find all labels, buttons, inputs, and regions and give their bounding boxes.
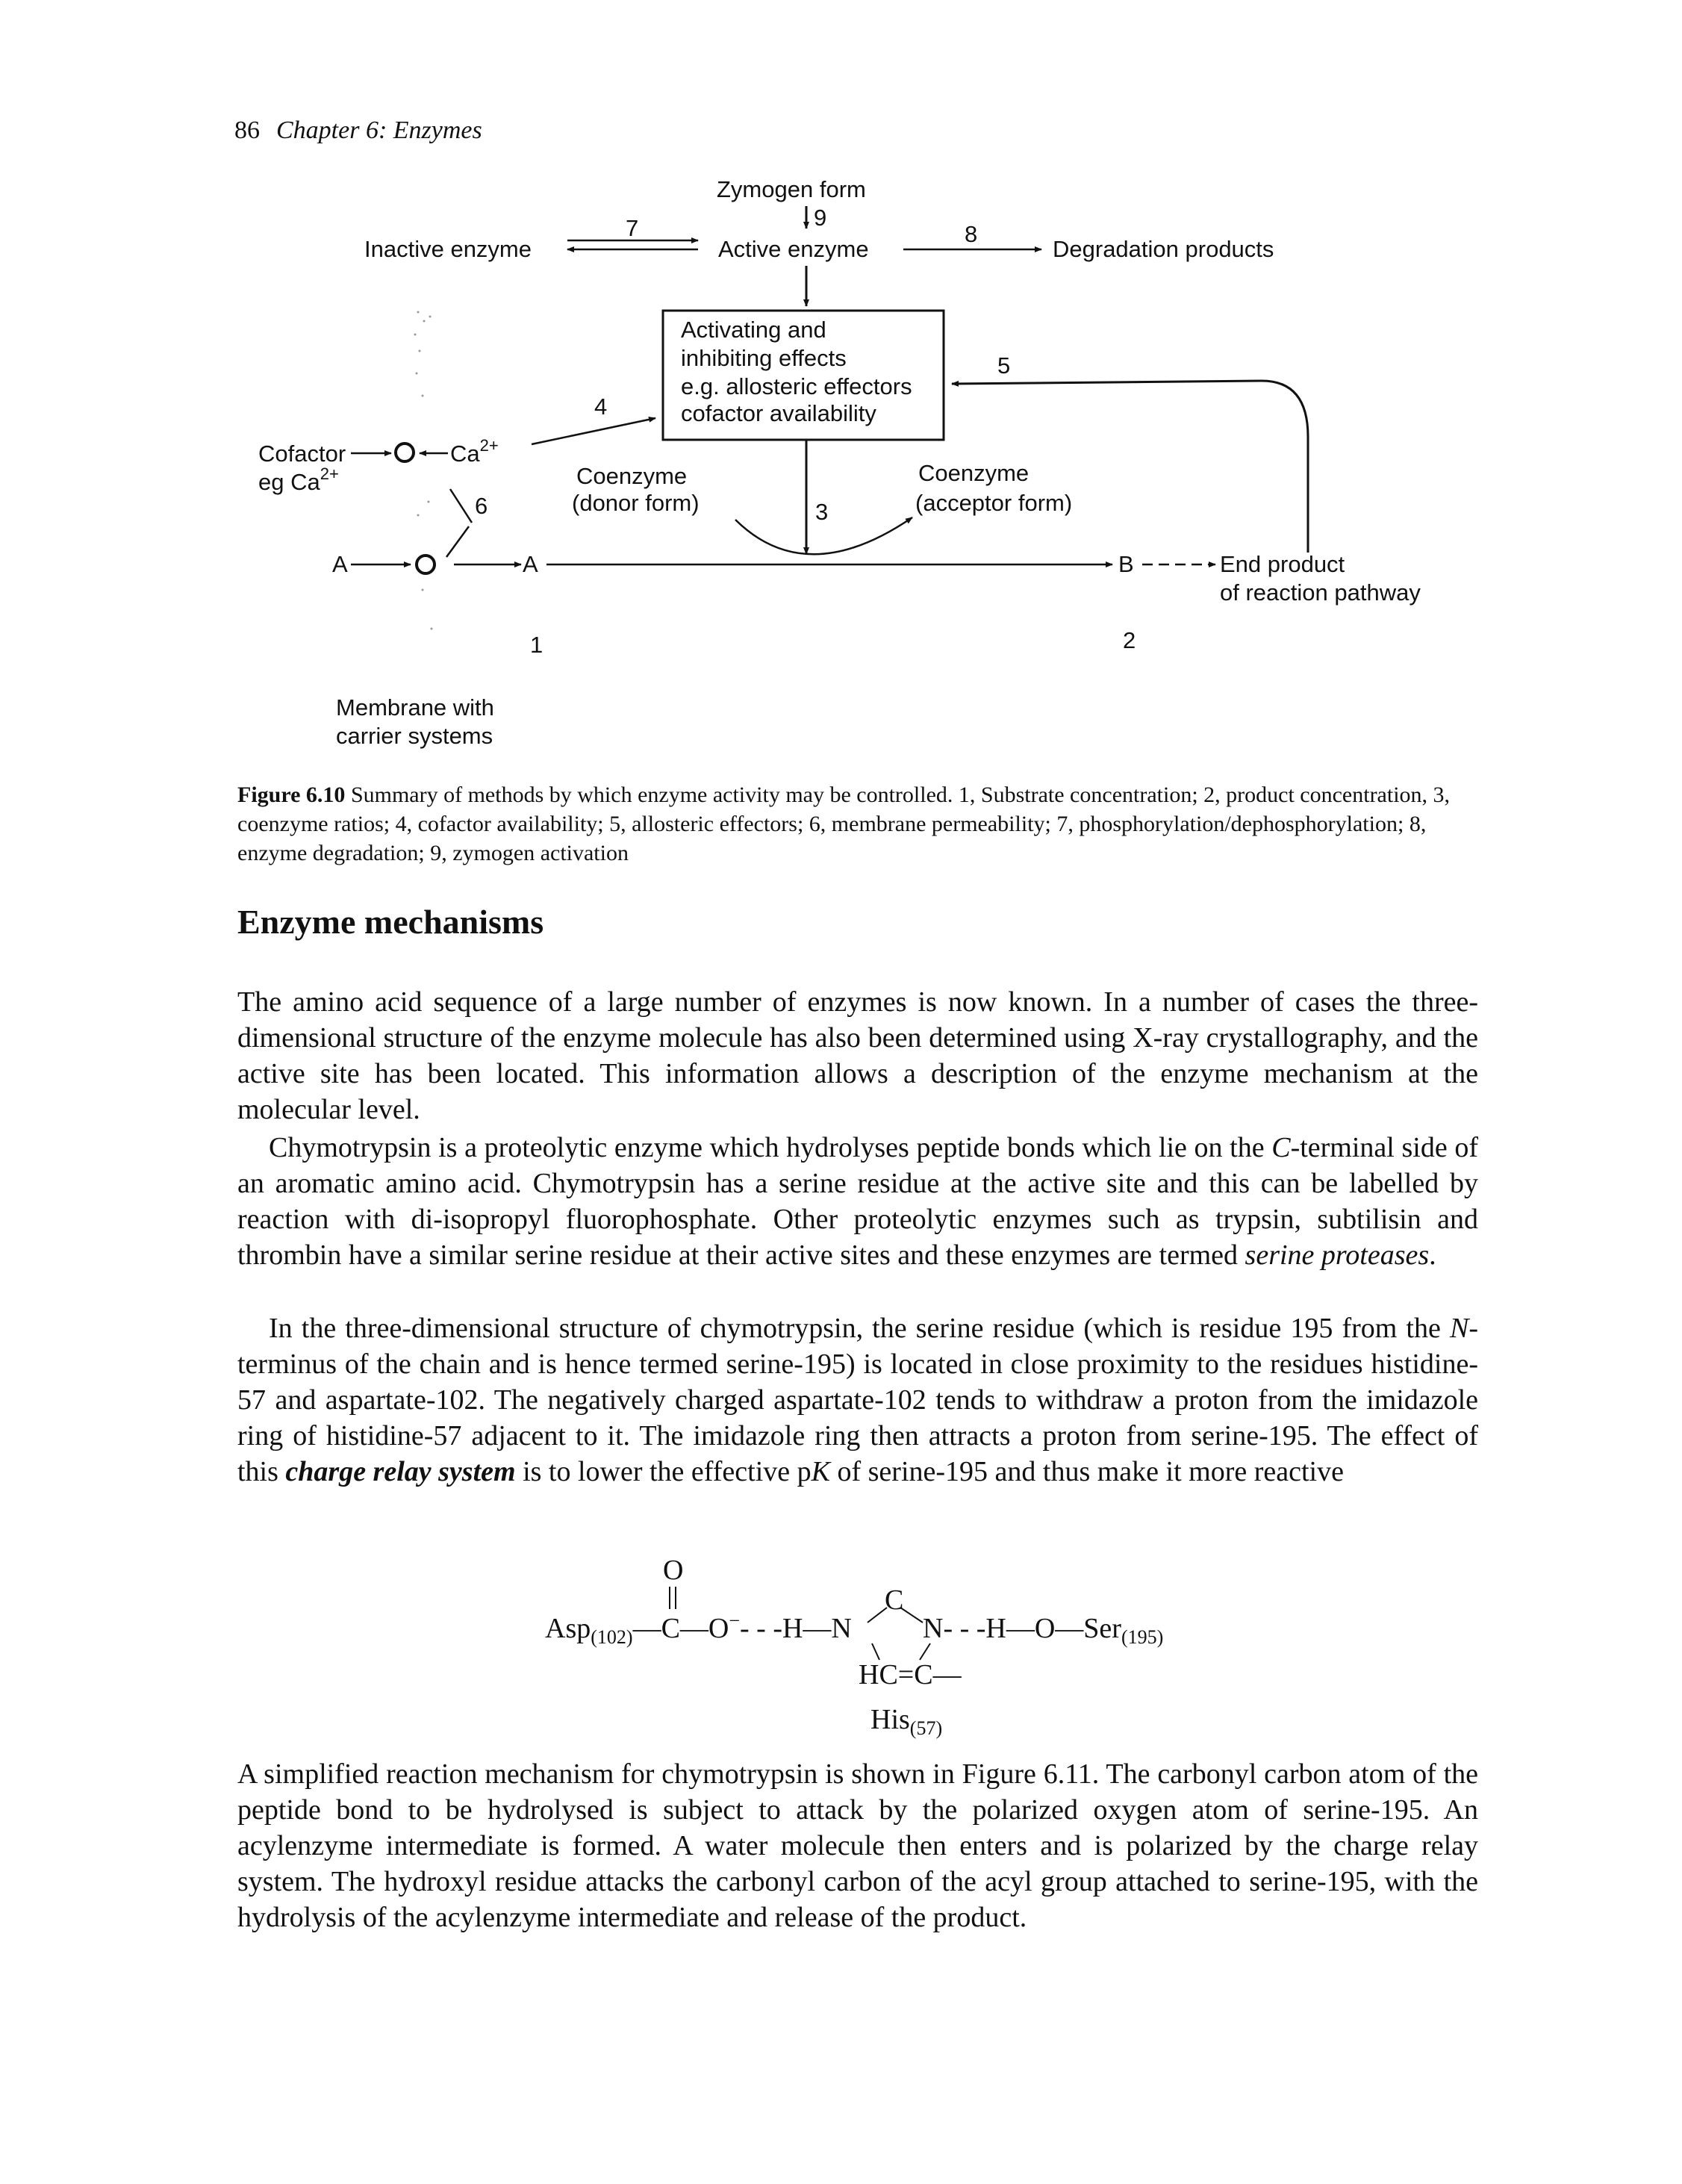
enzyme-control-diagram: Zymogen form 9 Inactive enzyme 7 Active … <box>258 176 1421 749</box>
label-7: 7 <box>626 215 638 241</box>
box-line-3: e.g. allosteric effectors <box>681 373 912 399</box>
box-line-1: Activating and <box>681 317 826 343</box>
ser-residue: N- - -H—O—Ser(195) <box>923 1613 1163 1648</box>
activating-effects-box <box>661 309 945 441</box>
eg-ca-label: eg Ca2+ <box>258 464 339 495</box>
box-line-4: cofactor availability <box>681 400 876 426</box>
ca-label: Ca2+ <box>450 436 499 467</box>
coenzyme-donor-line-1: Coenzyme <box>576 463 687 489</box>
label-3: 3 <box>815 499 828 525</box>
carbonyl-oxygen: O <box>663 1555 683 1586</box>
active-enzyme-label: Active enzyme <box>718 236 869 262</box>
membrane-dots <box>414 311 433 630</box>
imidazole-c: C <box>885 1584 903 1616</box>
membrane-label-line-2: carrier systems <box>336 723 493 749</box>
path-6-line-upper <box>449 488 473 523</box>
cofactor-arrow <box>531 416 656 446</box>
coenzyme-acceptor-line-2: (acceptor form) <box>915 490 1072 516</box>
charge-relay-structure: O Asp(102)—C—O−- - -H—N C N- - -H—O—Ser(… <box>545 1555 1163 1739</box>
coenzyme-donor-line-2: (donor form) <box>572 490 700 516</box>
imidazole-hc-c: HC=C— <box>859 1659 962 1690</box>
page-number: 86 <box>234 116 260 144</box>
paragraph-4: A simplified reaction mechanism for chym… <box>237 1758 1478 1933</box>
term-serine-proteases: serine proteases <box>1245 1239 1430 1271</box>
term-charge-relay-system: charge relay system <box>285 1456 516 1487</box>
ring-bond-3 <box>871 1643 880 1661</box>
page-header: 86 Chapter 6: Enzymes <box>234 116 482 145</box>
his-residue: His(57) <box>870 1704 942 1739</box>
paragraph-1: The amino acid sequence of a large numbe… <box>237 986 1478 1125</box>
membrane-label-line-1: Membrane with <box>336 694 494 721</box>
path-6-line-lower <box>445 526 470 558</box>
zymogen-form-label: Zymogen form <box>717 176 866 202</box>
allosteric-feedback-arrow <box>951 379 1309 553</box>
label-5: 5 <box>997 352 1010 379</box>
a-left-label: A <box>332 551 348 577</box>
section-title: Enzyme mechanisms <box>237 903 544 941</box>
asp-residue: Asp(102)—C—O−- - -H—N <box>545 1610 852 1648</box>
ring-bond-4 <box>919 1643 931 1661</box>
b-label: B <box>1118 551 1134 577</box>
coenzyme-ratio-arrow <box>735 516 913 556</box>
ring-bond-1 <box>867 1607 888 1623</box>
label-6: 6 <box>475 493 488 519</box>
label-2: 2 <box>1123 627 1136 653</box>
figure-label: Figure 6.10 <box>237 783 346 807</box>
figure-caption: Figure 6.10 Summary of methods by which … <box>237 780 1469 868</box>
label-1: 1 <box>530 632 543 658</box>
caption-text: Summary of methods by which enzyme activ… <box>237 783 1451 865</box>
coenzyme-acceptor-line-1: Coenzyme <box>918 460 1029 486</box>
label-8: 8 <box>965 221 977 247</box>
inactive-enzyme-label: Inactive enzyme <box>364 236 532 262</box>
paragraph-3: In the three-dimensional structure of ch… <box>237 1313 1478 1487</box>
end-product-line-2: of reaction pathway <box>1220 579 1421 606</box>
a-right-label: A <box>523 551 538 577</box>
cofactor-label: Cofactor <box>258 441 346 467</box>
label-9: 9 <box>814 205 826 231</box>
label-4: 4 <box>594 393 607 420</box>
paragraph-2: Chymotrypsin is a proteolytic enzyme whi… <box>237 1132 1478 1271</box>
box-line-2: inhibiting effects <box>681 345 847 371</box>
chapter-title: Chapter 6: Enzymes <box>276 116 482 144</box>
ring-bond-2 <box>900 1607 923 1623</box>
degradation-products-label: Degradation products <box>1053 236 1274 262</box>
end-product-line-1: End product <box>1220 551 1345 577</box>
membrane-carrier-cofactor <box>394 442 415 463</box>
membrane-carrier-substrate <box>415 554 436 575</box>
